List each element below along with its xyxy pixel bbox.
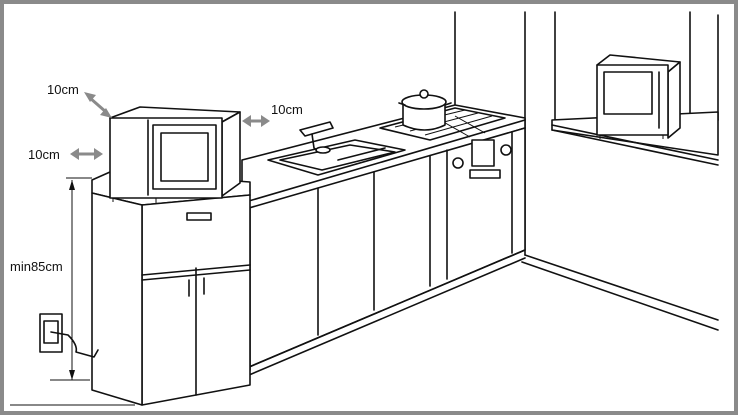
microwave-on-cabinet [109, 106, 241, 203]
microwave-window-sill [596, 54, 681, 139]
left-cabinet [91, 171, 251, 406]
label-clearance-right: 10cm [271, 102, 303, 117]
label-clearance-top: 10cm [47, 82, 79, 97]
cooking-pot [398, 89, 452, 131]
clearance-arrow-left [70, 148, 103, 160]
clearance-arrow-right [242, 115, 270, 127]
clearance-arrow-top-left [84, 92, 112, 118]
label-clearance-left: 10cm [28, 147, 60, 162]
label-min-height: min85cm [10, 259, 63, 274]
height-dimension [66, 177, 92, 381]
wall-outlet-icon [39, 313, 99, 358]
